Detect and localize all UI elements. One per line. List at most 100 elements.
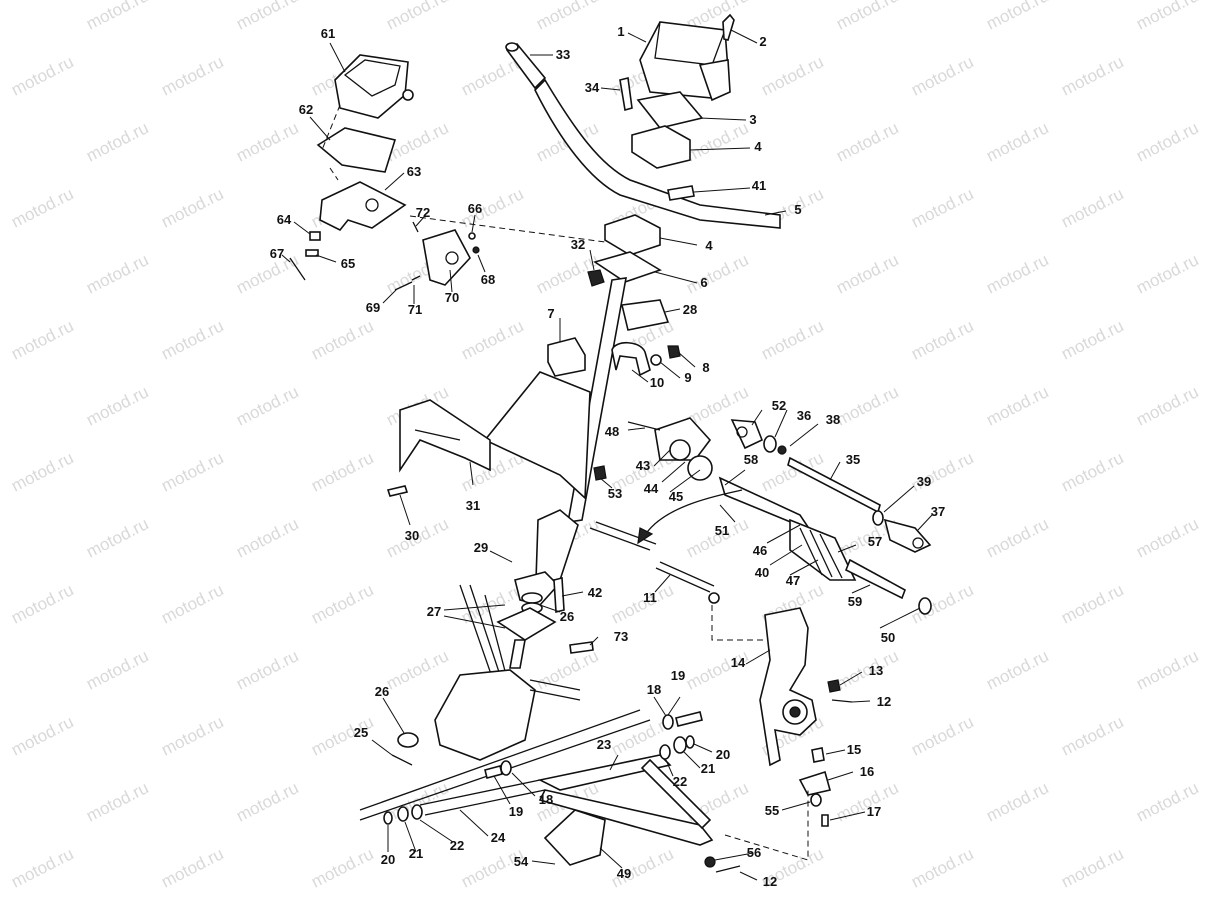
watermark-text: motod.ru: [1058, 844, 1126, 891]
washer-22b: [659, 744, 671, 760]
callout-46: 46: [753, 543, 767, 558]
leader-lines: [281, 29, 933, 881]
watermark-text: motod.ru: [1133, 250, 1201, 297]
skid-plate-part: [543, 809, 606, 866]
watermark-text: motod.ru: [908, 52, 976, 99]
callout-6: 6: [700, 275, 707, 290]
washer-66: [468, 232, 476, 240]
callout-11: 11: [643, 590, 657, 605]
bushing-26b: [397, 732, 419, 748]
callout-30: 30: [405, 528, 419, 543]
watermark-text: motod.ru: [983, 646, 1051, 693]
nut-68: [472, 246, 480, 254]
watermark-text: motod.ru: [8, 448, 76, 495]
callout-23: 23: [597, 737, 611, 752]
instrument-housing-part: [334, 54, 414, 119]
bolt-15-part: [811, 747, 825, 763]
callout-56: 56: [747, 845, 761, 860]
cover-screw-part: [722, 13, 735, 41]
watermark-text: motod.ru: [158, 844, 226, 891]
part-67: [289, 257, 306, 281]
watermark-text: motod.ru: [1133, 118, 1201, 165]
bushing-21b: [673, 736, 687, 754]
watermark-text: motod.ru: [0, 382, 2, 429]
callout-31: 31: [466, 498, 480, 513]
watermark-text: motod.ru: [983, 118, 1051, 165]
callout-54: 54: [514, 854, 529, 869]
nut-50-part: [918, 597, 932, 615]
watermark-text: motod.ru: [1058, 448, 1126, 495]
a-arm-part: [537, 754, 714, 846]
watermark-text: motod.ru: [1058, 580, 1126, 627]
handlebar-cover-part: [639, 21, 731, 102]
bushing-55-part: [810, 793, 822, 807]
nut-13-part: [827, 679, 841, 693]
callout-44: 44: [644, 481, 659, 496]
callout-12-lower: 12: [763, 874, 777, 889]
watermark-text: motod.ru: [233, 778, 301, 825]
watermark-text: motod.ru: [383, 646, 451, 693]
watermark-text: motod.ru: [1133, 514, 1201, 561]
pin-48-part: [627, 421, 661, 431]
callout-32: 32: [571, 237, 585, 252]
watermark-text: motod.ru: [833, 382, 901, 429]
watermark-text: motod.ru: [308, 316, 376, 363]
callout-71: 71: [408, 302, 422, 317]
callout-66: 66: [468, 201, 482, 216]
callout-48: 48: [605, 424, 619, 439]
bolt-30-part: [386, 485, 409, 497]
watermark-text: motod.ru: [908, 712, 976, 759]
lower-clamp-part: [604, 214, 661, 256]
watermark-text: motod.ru: [1133, 382, 1201, 429]
callout-51: 51: [715, 523, 729, 538]
watermark-text: motod.ru: [233, 646, 301, 693]
jam-nut-39: [872, 510, 884, 526]
washer-22a: [411, 804, 423, 820]
part-65: [305, 249, 319, 257]
mount-plate-part: [593, 251, 662, 283]
watermark-text: motod.ru: [0, 778, 2, 825]
callout-38: 38: [826, 412, 840, 427]
watermark-text: motod.ru: [308, 448, 376, 495]
watermark-text: motod.ru: [383, 0, 451, 34]
watermark-text: motod.ru: [158, 52, 226, 99]
callout-22-right: 22: [673, 774, 687, 789]
watermark-text: motod.ru: [1133, 646, 1201, 693]
pin-72: [412, 221, 419, 233]
watermark-text: motod.ru: [8, 316, 76, 363]
callout-4-lower: 4: [705, 238, 713, 253]
watermark-text: motod.ru: [158, 712, 226, 759]
watermark-text: motod.ru: [533, 0, 601, 34]
watermark-text: motod.ru: [908, 184, 976, 231]
tie-rod-upper: [589, 527, 651, 551]
bolt-19b: [675, 711, 703, 727]
watermark-text: motod.ru: [683, 250, 751, 297]
watermark-text: motod.ru: [908, 844, 976, 891]
watermark-text: motod.ru: [758, 316, 826, 363]
washer-18b: [662, 714, 674, 730]
watermark-text: motod.ru: [83, 646, 151, 693]
callout-50: 50: [881, 630, 895, 645]
nut-53-part: [593, 465, 607, 481]
callout-2: 2: [759, 34, 766, 49]
callout-27: 27: [427, 604, 441, 619]
decal-part: [667, 185, 695, 201]
callout-7: 7: [547, 306, 554, 321]
callout-1: 1: [617, 24, 624, 39]
callout-57: 57: [868, 534, 882, 549]
callout-37: 37: [931, 504, 945, 519]
washer-20b: [685, 735, 695, 749]
callout-19-right: 19: [671, 668, 685, 683]
lower-column-part: [496, 571, 560, 669]
watermark-text: motod.ru: [458, 316, 526, 363]
watermark-text: motod.ru: [308, 580, 376, 627]
bracket-7-part: [547, 337, 586, 377]
instrument-tray-part: [316, 127, 397, 173]
bolt-12a-part: [831, 699, 853, 703]
saddle-16-part: [798, 770, 831, 796]
callout-20-left: 20: [381, 852, 395, 867]
watermark-text: motod.ru: [233, 0, 301, 34]
callout-70: 70: [445, 290, 459, 305]
watermark-text: motod.ru: [0, 646, 2, 693]
